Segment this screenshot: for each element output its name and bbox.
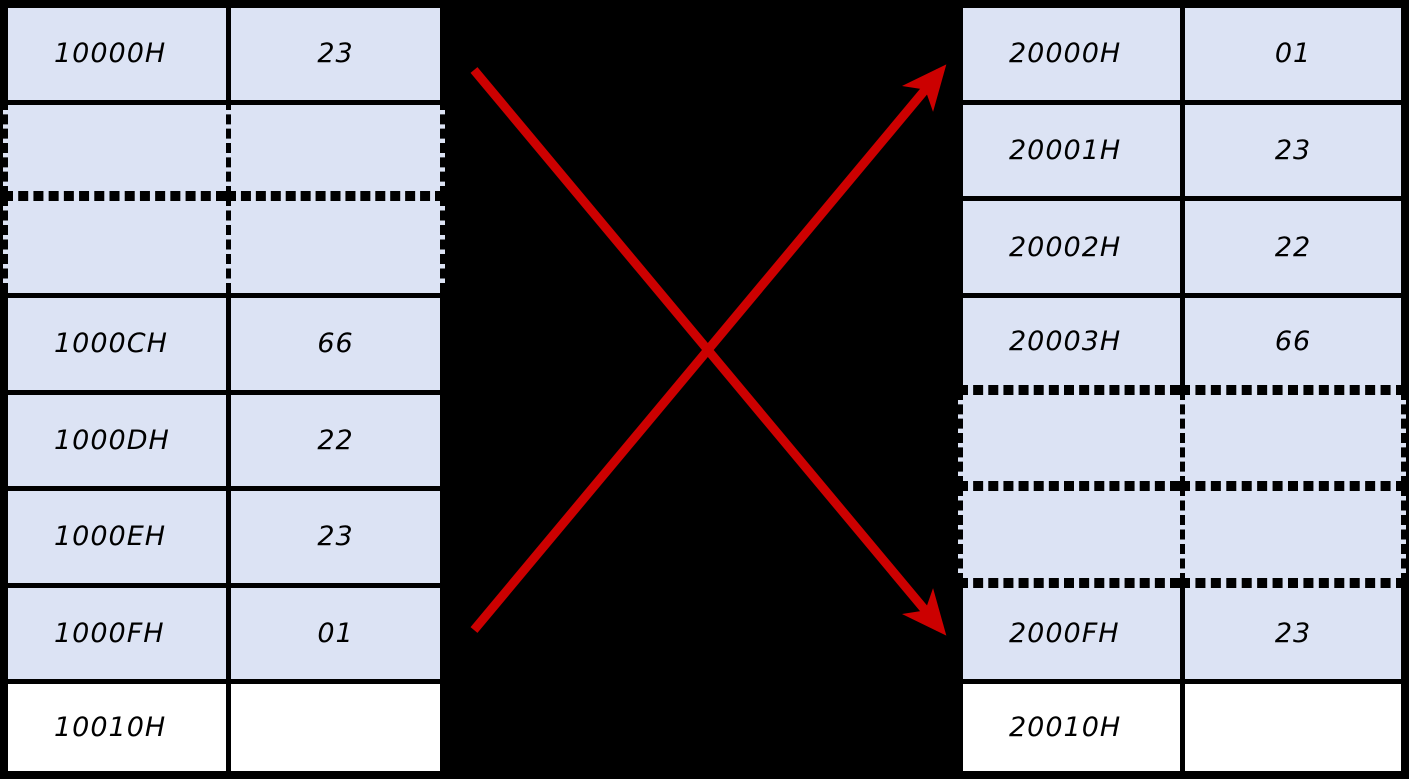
destination-value-cell bbox=[1180, 486, 1406, 583]
source-address-cell bbox=[3, 99, 226, 197]
table-row bbox=[958, 389, 1406, 487]
destination-address-cell: 20000H bbox=[958, 3, 1180, 100]
table-row bbox=[3, 99, 445, 197]
destination-address-cell: 20002H bbox=[958, 196, 1180, 293]
source-address-cell bbox=[3, 196, 226, 293]
source-address-cell: 1000DH bbox=[3, 389, 226, 487]
source-address-cell: 1000EH bbox=[3, 486, 226, 583]
source-value-cell: 23 bbox=[226, 486, 445, 583]
source-value-cell: 23 bbox=[226, 3, 445, 100]
source-value-cell bbox=[226, 99, 445, 197]
arrow-up-right bbox=[470, 64, 947, 633]
source-address-cell: 1000CH bbox=[3, 292, 226, 390]
destination-address-cell bbox=[958, 486, 1180, 583]
destination-address-cell: 2000FH bbox=[958, 582, 1180, 680]
arrow-down-right bbox=[470, 67, 947, 636]
destination-address-cell bbox=[958, 389, 1180, 487]
table-row bbox=[958, 486, 1406, 583]
source-address-cell: 10010H bbox=[3, 679, 226, 776]
destination-value-cell: 22 bbox=[1180, 196, 1406, 293]
destination-address-cell: 20003H bbox=[958, 292, 1180, 390]
source-address-cell: 10000H bbox=[3, 3, 226, 100]
destination-value-cell: 01 bbox=[1180, 3, 1406, 100]
destination-value-cell: 23 bbox=[1180, 99, 1406, 197]
destination-address-cell: 20001H bbox=[958, 99, 1180, 197]
source-value-cell bbox=[226, 196, 445, 293]
destination-value-cell bbox=[1180, 679, 1406, 776]
source-value-cell: 01 bbox=[226, 582, 445, 680]
table-row: 20010H bbox=[958, 679, 1406, 776]
destination-value-cell: 23 bbox=[1180, 582, 1406, 680]
source-value-cell: 22 bbox=[226, 389, 445, 487]
destination-address-cell: 20010H bbox=[958, 679, 1180, 776]
table-row bbox=[3, 196, 445, 293]
table-row: 10010H bbox=[3, 679, 445, 776]
source-address-cell: 1000FH bbox=[3, 582, 226, 680]
source-value-cell: 66 bbox=[226, 292, 445, 390]
destination-value-cell bbox=[1180, 389, 1406, 487]
destination-value-cell: 66 bbox=[1180, 292, 1406, 390]
source-value-cell bbox=[226, 679, 445, 776]
